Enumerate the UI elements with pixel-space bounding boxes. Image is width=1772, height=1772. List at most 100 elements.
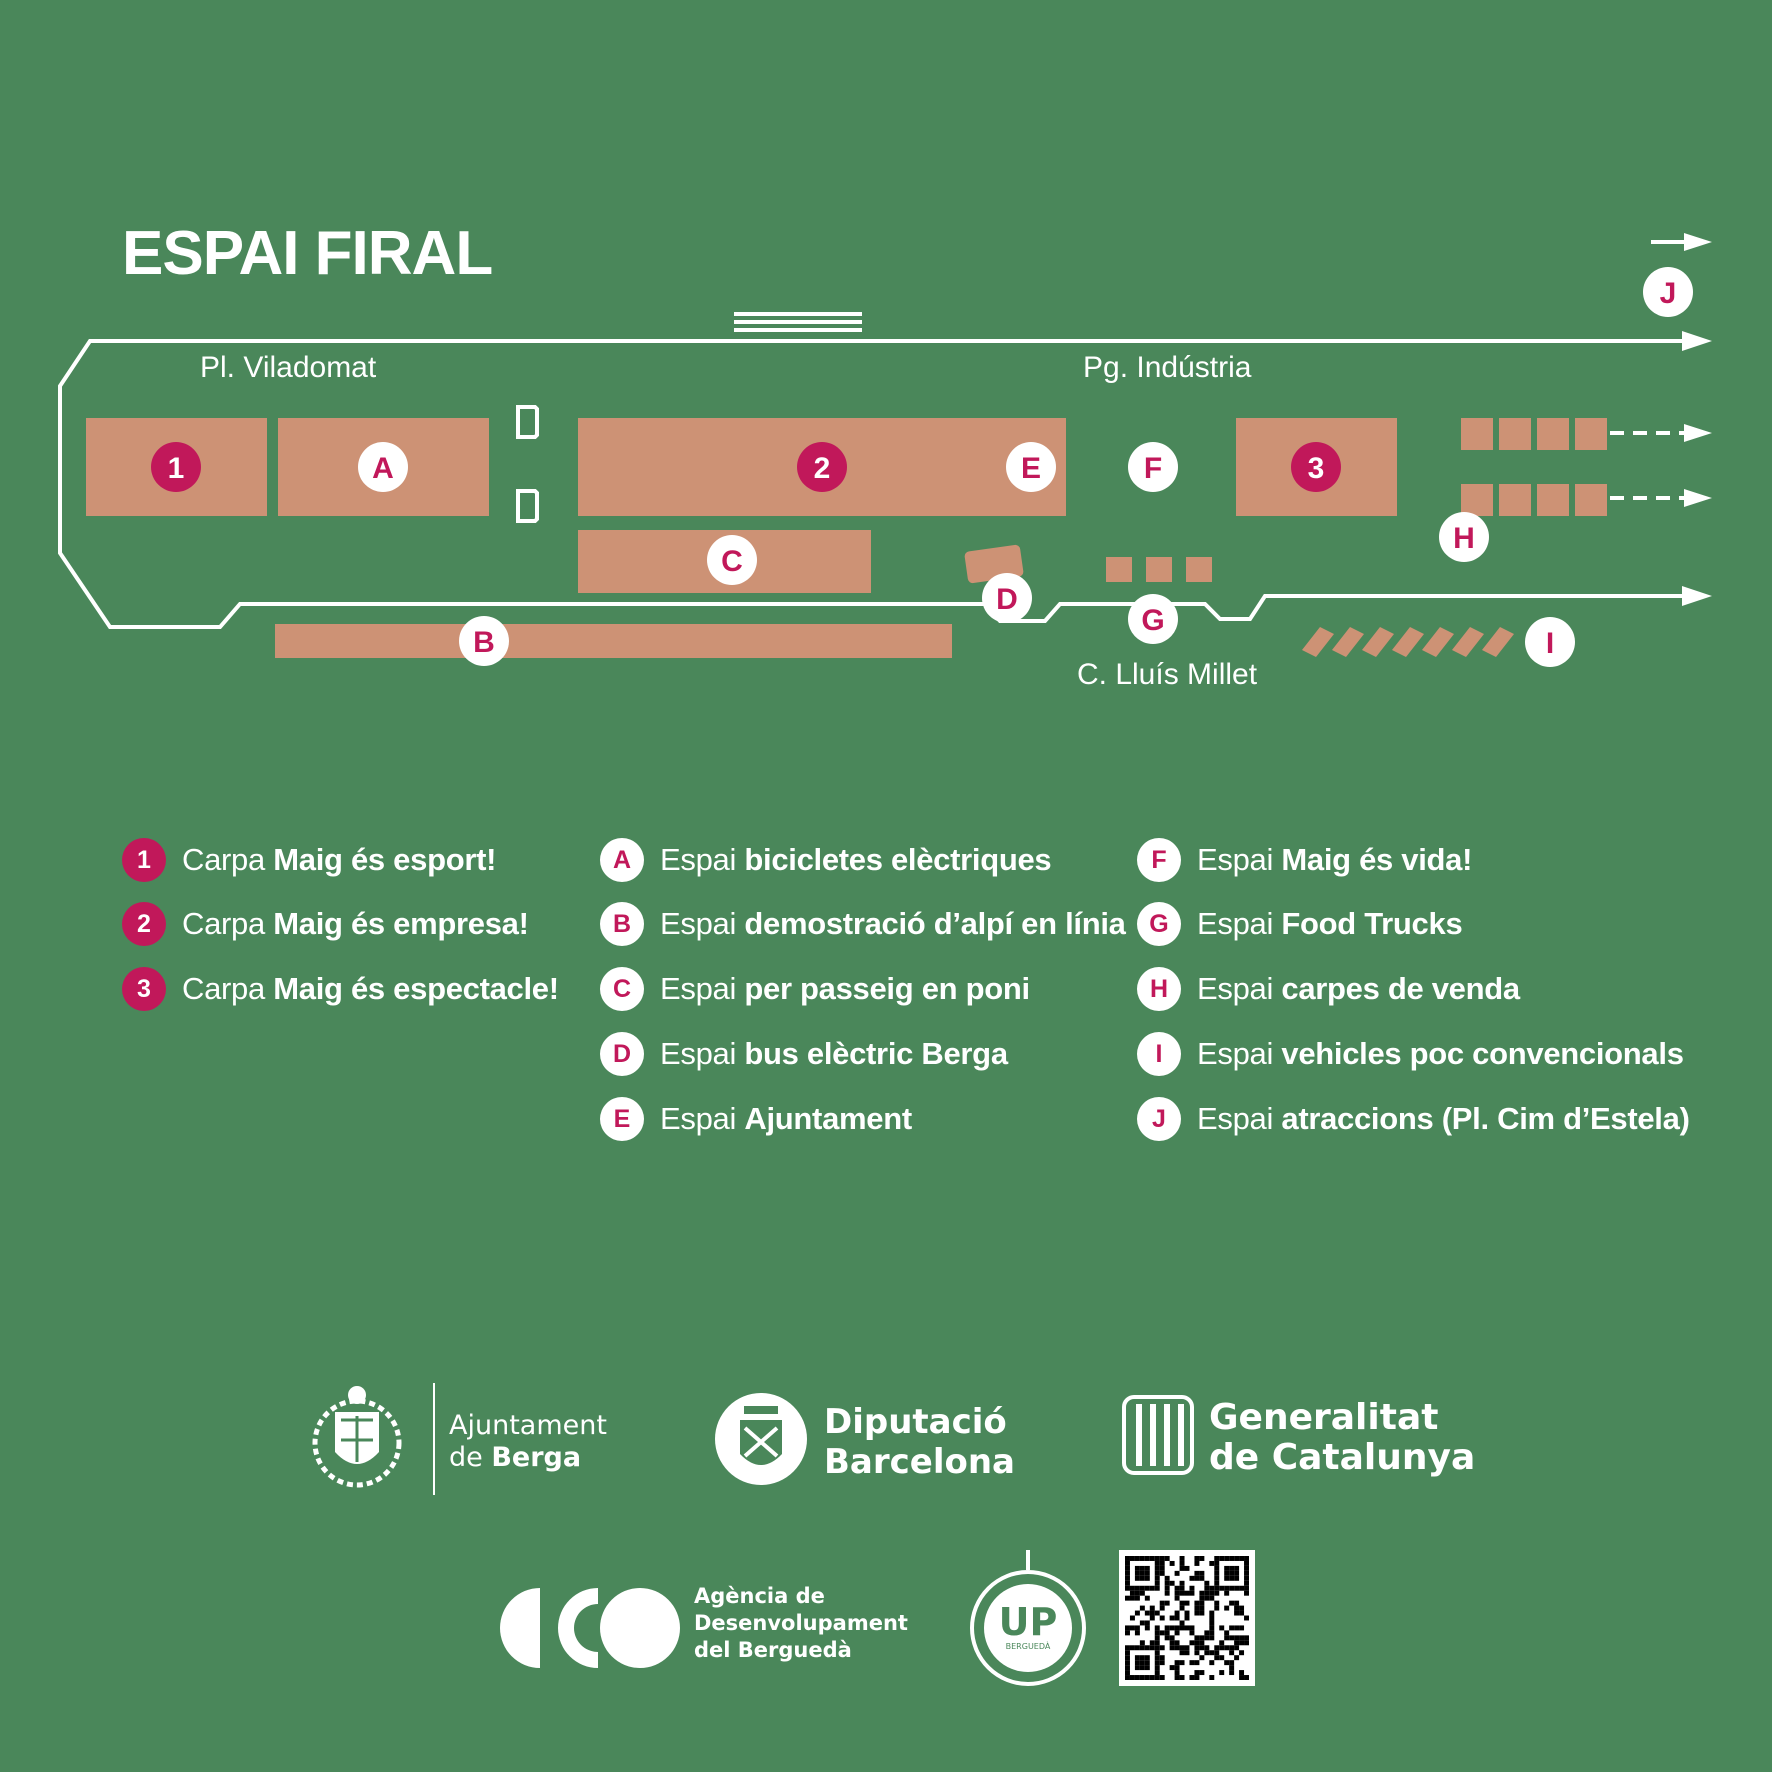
- qr-module: [1204, 1580, 1210, 1586]
- qr-module: [1174, 1585, 1180, 1591]
- qr-module: [1194, 1605, 1200, 1611]
- qr-module: [1179, 1590, 1185, 1596]
- qr-module: [1154, 1665, 1160, 1671]
- qr-module: [1189, 1640, 1195, 1646]
- road-crossing: [734, 312, 862, 332]
- qr-module: [1179, 1560, 1185, 1566]
- qr-module: [1134, 1625, 1140, 1631]
- qr-module: [1144, 1655, 1150, 1661]
- qr-module: [1229, 1556, 1235, 1561]
- qr-module: [1209, 1630, 1215, 1636]
- qr-module: [1214, 1565, 1220, 1571]
- qr-module: [1244, 1565, 1249, 1571]
- qr-module: [1144, 1665, 1150, 1671]
- qr-module: [1244, 1570, 1249, 1576]
- qr-module: [1169, 1645, 1175, 1651]
- qr-module: [1179, 1620, 1185, 1626]
- qr-module: [1169, 1580, 1175, 1586]
- qr-module: [1144, 1570, 1150, 1576]
- logo-berga-text: Ajuntament de Berga: [449, 1410, 607, 1474]
- logo-generalitat-line2: de Catalunya: [1209, 1437, 1476, 1478]
- qr-module: [1134, 1675, 1140, 1680]
- qr-module: [1224, 1565, 1230, 1571]
- qr-module: [1199, 1590, 1205, 1596]
- qr-module: [1139, 1665, 1145, 1671]
- logo-agencia-line1: Agència de: [694, 1584, 825, 1608]
- legend-item-a: A Espai bicicletes elèctriques: [600, 838, 1052, 882]
- qr-module: [1174, 1590, 1180, 1596]
- qr-module: [1209, 1615, 1215, 1621]
- street-label-millet: C. Lluís Millet: [1077, 658, 1258, 691]
- qr-module: [1229, 1665, 1235, 1671]
- qr-module: [1229, 1625, 1235, 1631]
- qr-module: [1159, 1675, 1165, 1680]
- qr-module: [1239, 1585, 1245, 1591]
- qr-module: [1204, 1650, 1210, 1656]
- qr-module: [1214, 1585, 1220, 1591]
- legend-label: Espai bicicletes elèctriques: [660, 842, 1052, 877]
- qr-module: [1239, 1650, 1245, 1656]
- qr-module: [1164, 1585, 1170, 1591]
- qr-module: [1174, 1630, 1180, 1636]
- qr-module: [1154, 1610, 1160, 1616]
- qr-module: [1234, 1655, 1240, 1661]
- logo-berga-line1: Ajuntament: [449, 1410, 607, 1441]
- qr-module: [1159, 1655, 1165, 1661]
- legend-label: Carpa Maig és espectacle!: [182, 971, 559, 1006]
- qr-module: [1154, 1645, 1160, 1651]
- qr-module: [1244, 1580, 1249, 1586]
- qr-module: [1139, 1675, 1145, 1680]
- legend-item-b: B Espai demostració d’alpí en línia: [600, 902, 1126, 946]
- qr-module: [1229, 1650, 1235, 1656]
- qr-module: [1144, 1610, 1150, 1616]
- qr-module: [1169, 1615, 1175, 1621]
- qr-module: [1174, 1570, 1180, 1576]
- qr-module: [1154, 1650, 1160, 1656]
- qr-module: [1194, 1575, 1200, 1581]
- qr-module: [1184, 1565, 1190, 1571]
- qr-module: [1199, 1635, 1205, 1641]
- qr-module: [1125, 1560, 1130, 1566]
- qr-module: [1239, 1670, 1245, 1676]
- qr-module: [1154, 1640, 1160, 1646]
- qr-module: [1139, 1585, 1145, 1591]
- qr-module: [1229, 1565, 1235, 1571]
- qr-module: [1179, 1650, 1185, 1656]
- qr-module: [1154, 1580, 1160, 1586]
- vehicle-i-3: [1362, 627, 1394, 657]
- qr-module: [1139, 1645, 1145, 1651]
- legend-badge: A: [600, 838, 644, 882]
- legend-item-j: J Espai atraccions (Pl. Cim d’Estela): [1137, 1097, 1690, 1141]
- qr-module: [1154, 1570, 1160, 1576]
- qr-module: [1144, 1595, 1150, 1601]
- map-markers: 1 A 2 E F 3 C D G H B I J: [151, 267, 1693, 667]
- logo-generalitat-text: Generalitat de Catalunya: [1209, 1398, 1475, 1478]
- qr-module: [1174, 1615, 1180, 1621]
- qr-module: [1194, 1556, 1200, 1561]
- marker-f: F: [1128, 442, 1178, 492]
- qr-module: [1194, 1645, 1200, 1651]
- qr-module: [1139, 1660, 1145, 1666]
- legend-badge: J: [1137, 1097, 1181, 1141]
- qr-module: [1239, 1605, 1245, 1611]
- logo-diputacio-graphic: [715, 1393, 807, 1485]
- qr-module: [1179, 1675, 1185, 1680]
- qr-module: [1214, 1570, 1220, 1576]
- qr-module: [1134, 1645, 1140, 1651]
- qr-module: [1154, 1660, 1160, 1666]
- qr-module: [1129, 1645, 1135, 1651]
- qr-module: [1239, 1675, 1245, 1680]
- logo-generalitat-graphic: [1122, 1395, 1194, 1475]
- qr-module: [1199, 1600, 1205, 1606]
- qr-module: [1139, 1556, 1145, 1561]
- qr-module: [1234, 1610, 1240, 1616]
- qr-module: [1244, 1675, 1249, 1680]
- qr-module: [1174, 1660, 1180, 1666]
- legend-label: Espai Food Trucks: [1197, 906, 1463, 941]
- qr-module: [1139, 1605, 1145, 1611]
- legend-badge: F: [1137, 838, 1181, 882]
- qr-module: [1204, 1590, 1210, 1596]
- svg-text:I: I: [1546, 627, 1554, 660]
- qr-module: [1244, 1615, 1249, 1621]
